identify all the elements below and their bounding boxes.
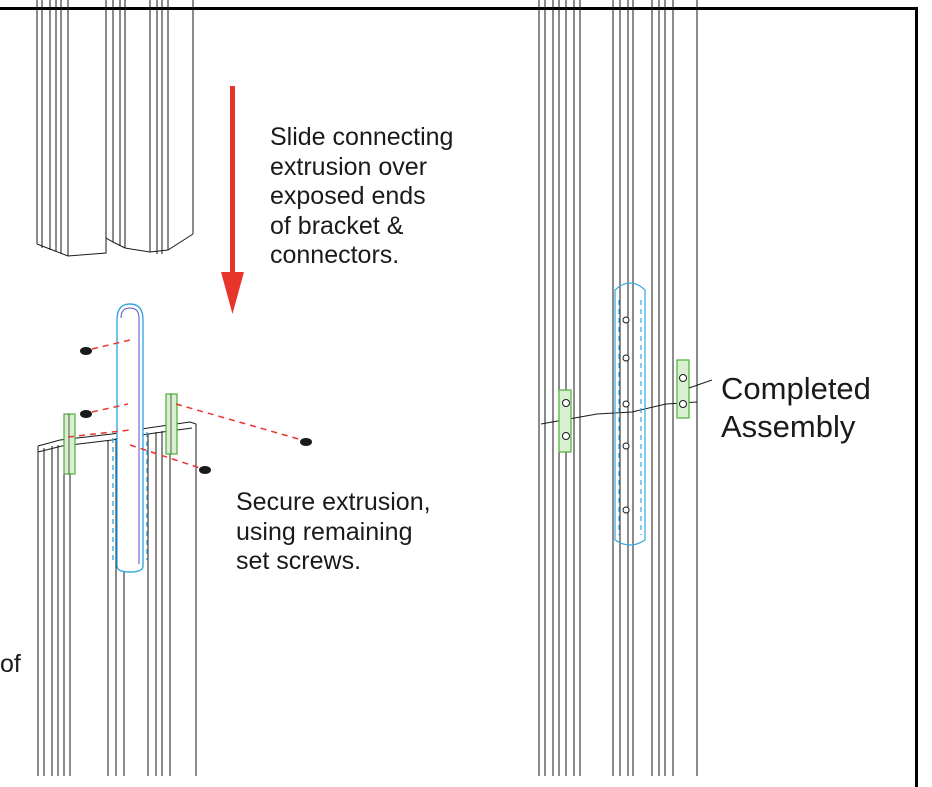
secure-instruction: Secure extrusion, using remaining set sc… <box>236 488 431 577</box>
completed-right-connector <box>676 359 690 419</box>
lower-extrusion <box>37 421 197 776</box>
diagram-border <box>0 7 918 787</box>
right-connector <box>165 393 178 455</box>
screw-alignment-lines <box>67 339 303 469</box>
cropped-text: of <box>0 650 21 678</box>
secure-line-3: set screws. <box>236 547 362 575</box>
completed-extrusion <box>538 0 698 776</box>
joining-bracket <box>112 303 148 573</box>
slide-line-1: Slide connecting <box>270 123 454 151</box>
completed-screw-heads <box>562 316 687 514</box>
slide-line-2: extrusion over <box>270 152 428 181</box>
slide-line-4: of bracket & <box>270 211 404 240</box>
left-connector <box>63 413 76 475</box>
slide-line-3: exposed ends <box>270 182 426 210</box>
completed-leader-line <box>688 379 713 389</box>
completed-assembly-label: Completed Assembly <box>721 370 871 446</box>
upper-extrusion <box>36 0 194 257</box>
completed-bracket <box>614 282 646 546</box>
set-screw-icon <box>80 347 312 474</box>
completed-line-2: Assembly <box>721 409 856 444</box>
slide-line-5: connectors. <box>270 241 400 269</box>
completed-line-1: Completed <box>721 371 871 406</box>
secure-line-1: Secure extrusion, <box>236 488 431 516</box>
down-arrow-icon <box>221 86 244 314</box>
slide-instruction: Slide connecting extrusion over exposed … <box>270 123 453 271</box>
secure-line-2: using remaining <box>236 517 413 546</box>
